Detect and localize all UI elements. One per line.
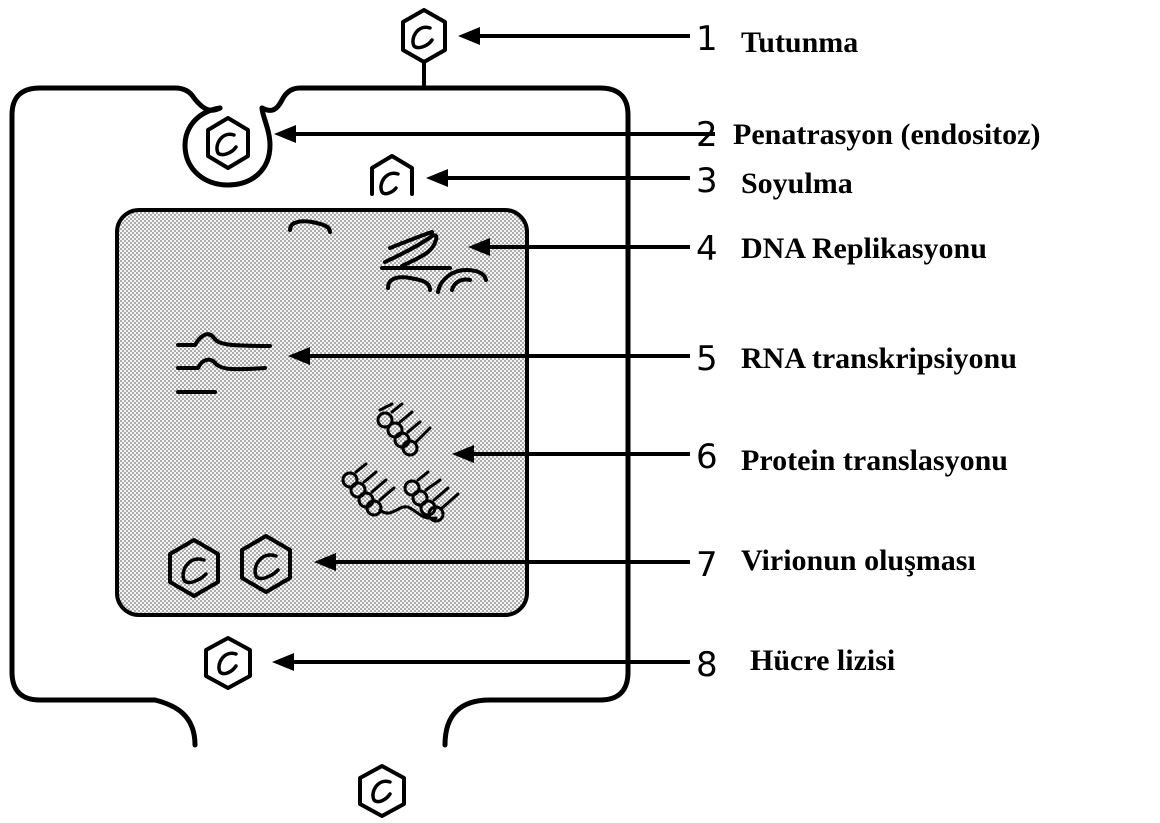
step-number: 2 — [696, 115, 718, 155]
virion-outside-icon — [360, 766, 404, 816]
step-number: 4 — [696, 229, 718, 269]
virion-attached-icon — [403, 10, 445, 88]
step-labels: Tutunma Penatrasyon (endositoz) Soyulma … — [733, 26, 1040, 677]
step-number: 5 — [696, 339, 718, 379]
virion-released-icon — [206, 638, 250, 688]
arrow-step-1 — [458, 27, 690, 45]
step-label-dna-replication: DNA Replikasyonu — [741, 232, 987, 265]
step-label-penetration: Penatrasyon (endositoz) — [733, 118, 1040, 151]
step-label-cell-lysis: Hücre lizisi — [750, 644, 895, 677]
step-number: 3 — [696, 161, 718, 201]
arrow-step-3 — [426, 169, 690, 187]
step-numbers: 1 2 3 4 5 6 7 8 — [696, 19, 718, 685]
step-label-virion-assembly: Virionun oluşması — [741, 544, 976, 577]
step-number: 7 — [696, 545, 718, 585]
virion-uncoating-icon — [372, 156, 412, 194]
step-label-uncoating: Soyulma — [741, 167, 853, 200]
arrow-step-2 — [274, 125, 715, 143]
step-number: 8 — [696, 645, 718, 685]
step-label-attachment: Tutunma — [741, 26, 858, 59]
step-label-protein-translation: Protein translasyonu — [741, 444, 1008, 477]
step-number: 1 — [696, 19, 718, 59]
step-number: 6 — [696, 437, 718, 477]
virion-endocytosed-icon — [208, 118, 248, 168]
step-label-rna-transcription: RNA transkripsiyonu — [741, 342, 1017, 375]
